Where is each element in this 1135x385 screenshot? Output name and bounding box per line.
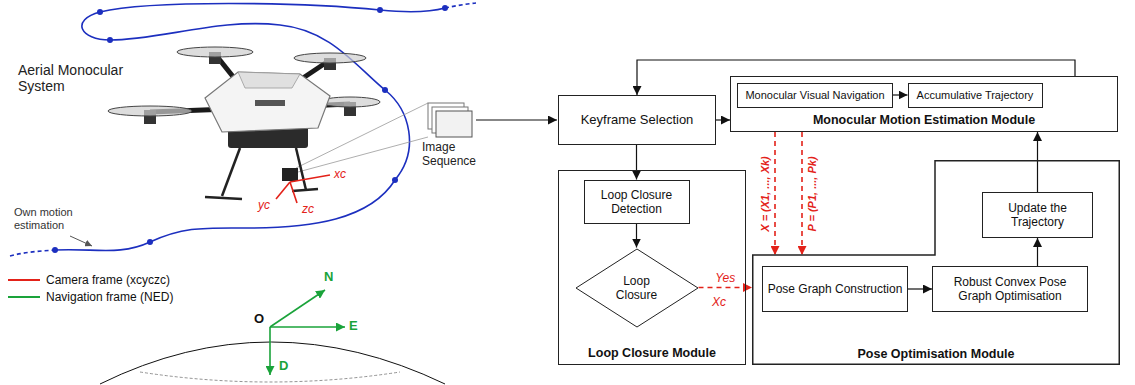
annotation: E — [349, 319, 358, 334]
trajectory-dot — [382, 87, 388, 93]
trajectory-dot — [107, 37, 113, 43]
decision-diamond: Loop Closure — [575, 248, 699, 328]
module-title: Loop Closure Module — [559, 346, 745, 360]
diamond-shape — [576, 249, 698, 327]
trajectory-dot — [377, 7, 383, 13]
node-label: Monocular Visual Navigation — [741, 88, 888, 102]
drone-logo — [255, 100, 285, 106]
connector — [1037, 132, 1038, 192]
connector — [893, 94, 908, 95]
leader-arrow — [70, 236, 92, 246]
annotation: N — [324, 270, 333, 285]
legend-item: Navigation frame (NED) — [8, 290, 173, 304]
process-box: Loop Closure Detection — [584, 180, 690, 224]
module-box: Loop Closure Module Loop Closure Detectio… — [558, 170, 746, 365]
trajectory-dot — [97, 9, 103, 15]
legend-text: Navigation frame (NED) — [46, 290, 173, 304]
process-box: Pose Graph Construction — [762, 266, 908, 312]
trajectory-dot — [442, 5, 448, 11]
drone-skid — [292, 189, 318, 191]
camera-axis — [290, 182, 297, 203]
annotation: yc — [258, 199, 270, 213]
process-box: Accumulative Trajectory — [908, 83, 1043, 108]
process-box: Robust Convex Pose Graph Optimisation — [932, 266, 1088, 312]
annotation: Xc — [712, 296, 726, 310]
camera-axis — [276, 182, 290, 199]
node-label: Pose Graph Construction — [764, 282, 907, 296]
annotation: xc — [334, 168, 346, 182]
annotation: O — [254, 312, 264, 327]
legend-swatch — [8, 275, 40, 285]
image-frame — [436, 111, 472, 137]
trajectory-dot — [392, 177, 398, 183]
camera — [282, 168, 298, 181]
drone-shell — [205, 72, 330, 132]
connector — [774, 132, 776, 255]
trajectory-dashed — [10, 250, 55, 256]
drone-rotor — [177, 47, 253, 57]
connector — [716, 119, 730, 120]
earth-arc — [100, 342, 445, 384]
ned-axis — [269, 327, 271, 375]
connector-label: P = (P1, ..., Pk) — [806, 154, 819, 233]
drone-leg — [222, 148, 240, 196]
annotation: zc — [302, 203, 314, 217]
legend-line — [8, 296, 40, 298]
process-box: Keyframe Selection — [558, 95, 716, 145]
node-label: Accumulative Trajectory — [913, 88, 1038, 102]
annotation: D — [279, 359, 288, 374]
legend-text: Camera frame (xcyczc) — [46, 273, 170, 287]
ned-axis — [270, 326, 345, 328]
input-arrow — [476, 119, 557, 120]
connector — [699, 287, 753, 289]
module-title: Pose Optimisation Module — [752, 347, 1120, 361]
connector-label: X = (X1, ..., Xk) — [759, 154, 772, 234]
module-title: Monocular Motion Estimation Module — [731, 113, 1117, 127]
ned-axis — [270, 290, 325, 327]
drone-rotor — [294, 53, 366, 63]
annotation: Aerial Monocular System — [18, 62, 140, 94]
legend-line — [8, 279, 40, 281]
connector — [636, 145, 637, 180]
connector — [908, 288, 932, 289]
legend-item: Camera frame (xcyczc) — [8, 273, 170, 287]
node-label: Robust Convex Pose Graph Optimisation — [933, 275, 1087, 303]
connector-label: Yes — [713, 271, 737, 284]
node-label: Loop Closure Detection — [585, 188, 689, 216]
trajectory-dot — [52, 247, 58, 253]
trajectory-dot — [147, 239, 153, 245]
connector — [636, 224, 637, 248]
node-label: Keyframe Selection — [577, 113, 698, 127]
node-label: Loop Closure — [606, 274, 668, 302]
process-box: Monocular Visual Navigation — [737, 83, 892, 108]
drone-shell-top — [238, 72, 300, 88]
drone-rotor — [108, 106, 192, 116]
annotation: Own motion estimation — [14, 206, 94, 231]
trajectory — [55, 4, 445, 251]
annotation: Image Sequence — [422, 141, 486, 169]
view-line — [298, 137, 428, 172]
drone-skid — [205, 197, 242, 199]
connector — [801, 132, 803, 255]
module-box: Monocular Motion Estimation Module Monocu… — [730, 76, 1118, 132]
node-label: Update the Trajectory — [983, 201, 1092, 229]
process-box: Update the Trajectory — [982, 192, 1093, 238]
trajectory-dashed — [445, 3, 476, 8]
connector — [1037, 238, 1038, 266]
camera-axis — [290, 175, 330, 182]
legend-swatch — [8, 292, 40, 302]
